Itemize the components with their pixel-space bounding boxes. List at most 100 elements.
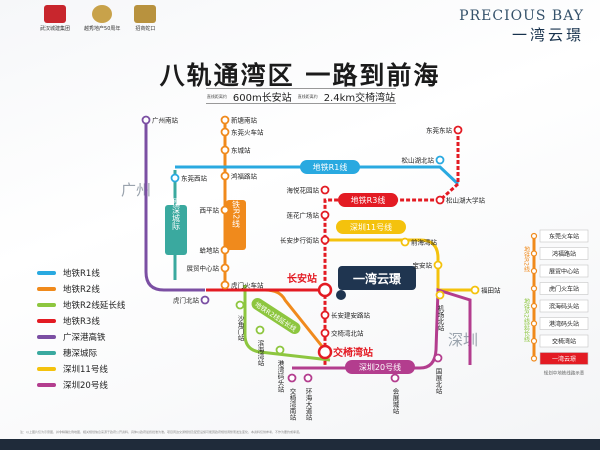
line-hsr	[144, 120, 205, 292]
logo-developer-3: 招商蛇口	[134, 5, 157, 32]
station-label-jiaoyi_north: 交椅湾北站	[331, 329, 364, 338]
legend-label: 深圳20号线	[63, 381, 108, 391]
station-dot-gz_south	[141, 115, 151, 125]
legend-label: 穗深城际	[63, 349, 98, 359]
strip-station-label: 一湾云璟	[552, 355, 576, 363]
strip-station-label: 交椅湾站	[552, 338, 576, 346]
station-label-huizhan_city: 会展城站	[391, 387, 399, 416]
station-label-gz_south: 广州南站	[152, 116, 179, 125]
strip-station-label: 鸿福路站	[552, 250, 576, 258]
station-label-changan_jianan: 长安建安路站	[331, 311, 371, 320]
strip-station-box	[539, 282, 589, 295]
station-label-humen_north: 虎门北站	[173, 296, 200, 305]
strip-label-r2ext: 地铁R2线延长线	[523, 297, 530, 342]
station-dot-hongfu	[220, 171, 230, 181]
station-label-hongfu: 鸿福路站	[231, 172, 258, 181]
strip-station-dot	[530, 337, 538, 345]
station-dot-dongguan_west	[170, 173, 180, 183]
legend-swatch	[37, 303, 56, 307]
station-dot-qianhai_bay	[400, 237, 410, 247]
label-r1: 地铁R1线	[313, 162, 348, 172]
station-label-huanhai_road: 环海大道站	[304, 388, 312, 422]
strip-station-box	[539, 317, 589, 330]
station-label-humen_railway: 虎门火车站	[231, 281, 264, 290]
project-pin-icon	[336, 290, 346, 300]
station-label-xiping: 西平站	[200, 206, 220, 215]
disclaimer: 注：以上图片仅为示意图，并非精确比例地图，相关规划信息来源于政府公开资料，具体以…	[20, 430, 303, 434]
station-dot-haiyuan	[320, 185, 330, 195]
distance-subheadline: 直线距离约 600m长安站 直线距离约 2.4km交椅湾站	[206, 88, 396, 104]
strip-station-dot	[530, 302, 538, 310]
legend-item: 穗深城际	[37, 345, 125, 361]
station-label-lianhua: 莲花广场站	[287, 211, 320, 220]
distance-note-1: 直线距离约	[206, 93, 227, 99]
station-label-jiaoyi_south: 交椅湾南站	[288, 387, 296, 422]
station-dot-baoan	[433, 260, 443, 270]
project-english-name: PRECIOUS BAY	[459, 8, 584, 24]
logo-developer-2: 越秀地产50周年	[84, 5, 120, 32]
station-label-changan_walk: 长安步行街站	[280, 236, 320, 245]
strip-station-box	[539, 352, 589, 365]
legend: 地铁R1线地铁R2线地铁R2线延长线地铁R3线广深港高铁穗深城际深圳11号线深圳…	[37, 265, 125, 393]
legend-swatch	[37, 383, 56, 387]
legend-label: 地铁R2线延长线	[63, 301, 126, 311]
station-dot-huizhan_city	[390, 373, 400, 383]
station-dot-changan_jianan	[320, 310, 330, 320]
logo-text-1: 武汉城建集团	[40, 26, 71, 32]
station-label-exhibition: 展贸中心站	[187, 264, 220, 273]
station-dot-futian	[470, 285, 480, 295]
region-label-shenzhen: 深圳	[448, 331, 478, 349]
station-dot-huanhai_road	[303, 373, 313, 383]
anniversary-icon	[92, 5, 113, 23]
strip-station-label: 滨海码头站	[549, 303, 579, 311]
strip-station-box	[539, 264, 589, 278]
line-l20	[292, 287, 472, 370]
station-label-heditang: 蛤地站	[200, 246, 220, 255]
strip-station-label: 东莞火车站	[549, 233, 579, 241]
strip-station-label: 虎门火车站	[549, 285, 579, 293]
legend-swatch	[37, 351, 56, 355]
legend-item: 地铁R1线	[37, 265, 125, 281]
station-label-songshanhu_north: 松山湖北站	[402, 156, 435, 165]
station-dot-heditang	[220, 245, 230, 255]
label-r2: 地铁R2线	[232, 192, 241, 228]
legend-label: 广深港高铁	[63, 333, 106, 343]
station-label-qianhai_bay: 前海湾站	[411, 238, 438, 247]
station-label-dongguan_east: 东莞东站	[426, 126, 453, 135]
distance-value-1: 600m长安站	[232, 92, 292, 104]
label-l20: 深圳20号线	[359, 362, 401, 372]
legend-label: 地铁R3线	[63, 317, 100, 327]
station-dot-shajiao_gate	[235, 300, 245, 310]
legend-swatch	[37, 287, 56, 291]
r2-badge	[226, 200, 246, 250]
logo-text-3: 招商蛇口	[135, 26, 156, 32]
project-marker: 一湾云璟	[336, 266, 416, 300]
r1-badge	[300, 160, 360, 174]
strip-station-dot	[530, 232, 538, 240]
project-brand: PRECIOUS BAY 一湾云璟	[459, 8, 584, 45]
project-label: 一湾云璟	[353, 271, 401, 286]
station-dot-jiaoyi_south	[287, 373, 297, 383]
station-dot-xiping	[220, 205, 230, 215]
station-dot-jiaoyi_north	[320, 328, 330, 338]
strip-station-label: 港湾码头站	[549, 320, 579, 328]
legend-swatch	[37, 319, 56, 323]
station-dot-humen_north	[200, 295, 210, 305]
line-r1	[175, 165, 460, 186]
label-l11: 深圳11号线	[350, 222, 392, 232]
headline: 八轨通湾区 一路到前海	[159, 61, 441, 90]
station-dot-dongcheng	[220, 145, 230, 155]
distance-value-2: 2.4km交椅湾站	[323, 92, 396, 104]
strip-station-box	[539, 247, 589, 260]
legend-label: 深圳11号线	[63, 365, 108, 375]
legend-item: 地铁R3线	[37, 313, 125, 329]
legend-swatch	[37, 367, 56, 371]
strip-station-dot	[530, 320, 538, 327]
brand-logos: 武汉城建集团 越秀地产50周年 招商蛇口	[40, 5, 157, 32]
major-station-label-jiaoyiwan: 交椅湾站	[333, 346, 373, 359]
station-dot-humen_railway	[220, 280, 230, 290]
legend-swatch	[37, 271, 56, 275]
station-label-shajiao_gate: 沙角门站	[236, 315, 244, 342]
station-label-binhai_bay: 滨海湾站	[256, 339, 264, 368]
logo-developer-1: 武汉城建集团	[40, 5, 70, 32]
